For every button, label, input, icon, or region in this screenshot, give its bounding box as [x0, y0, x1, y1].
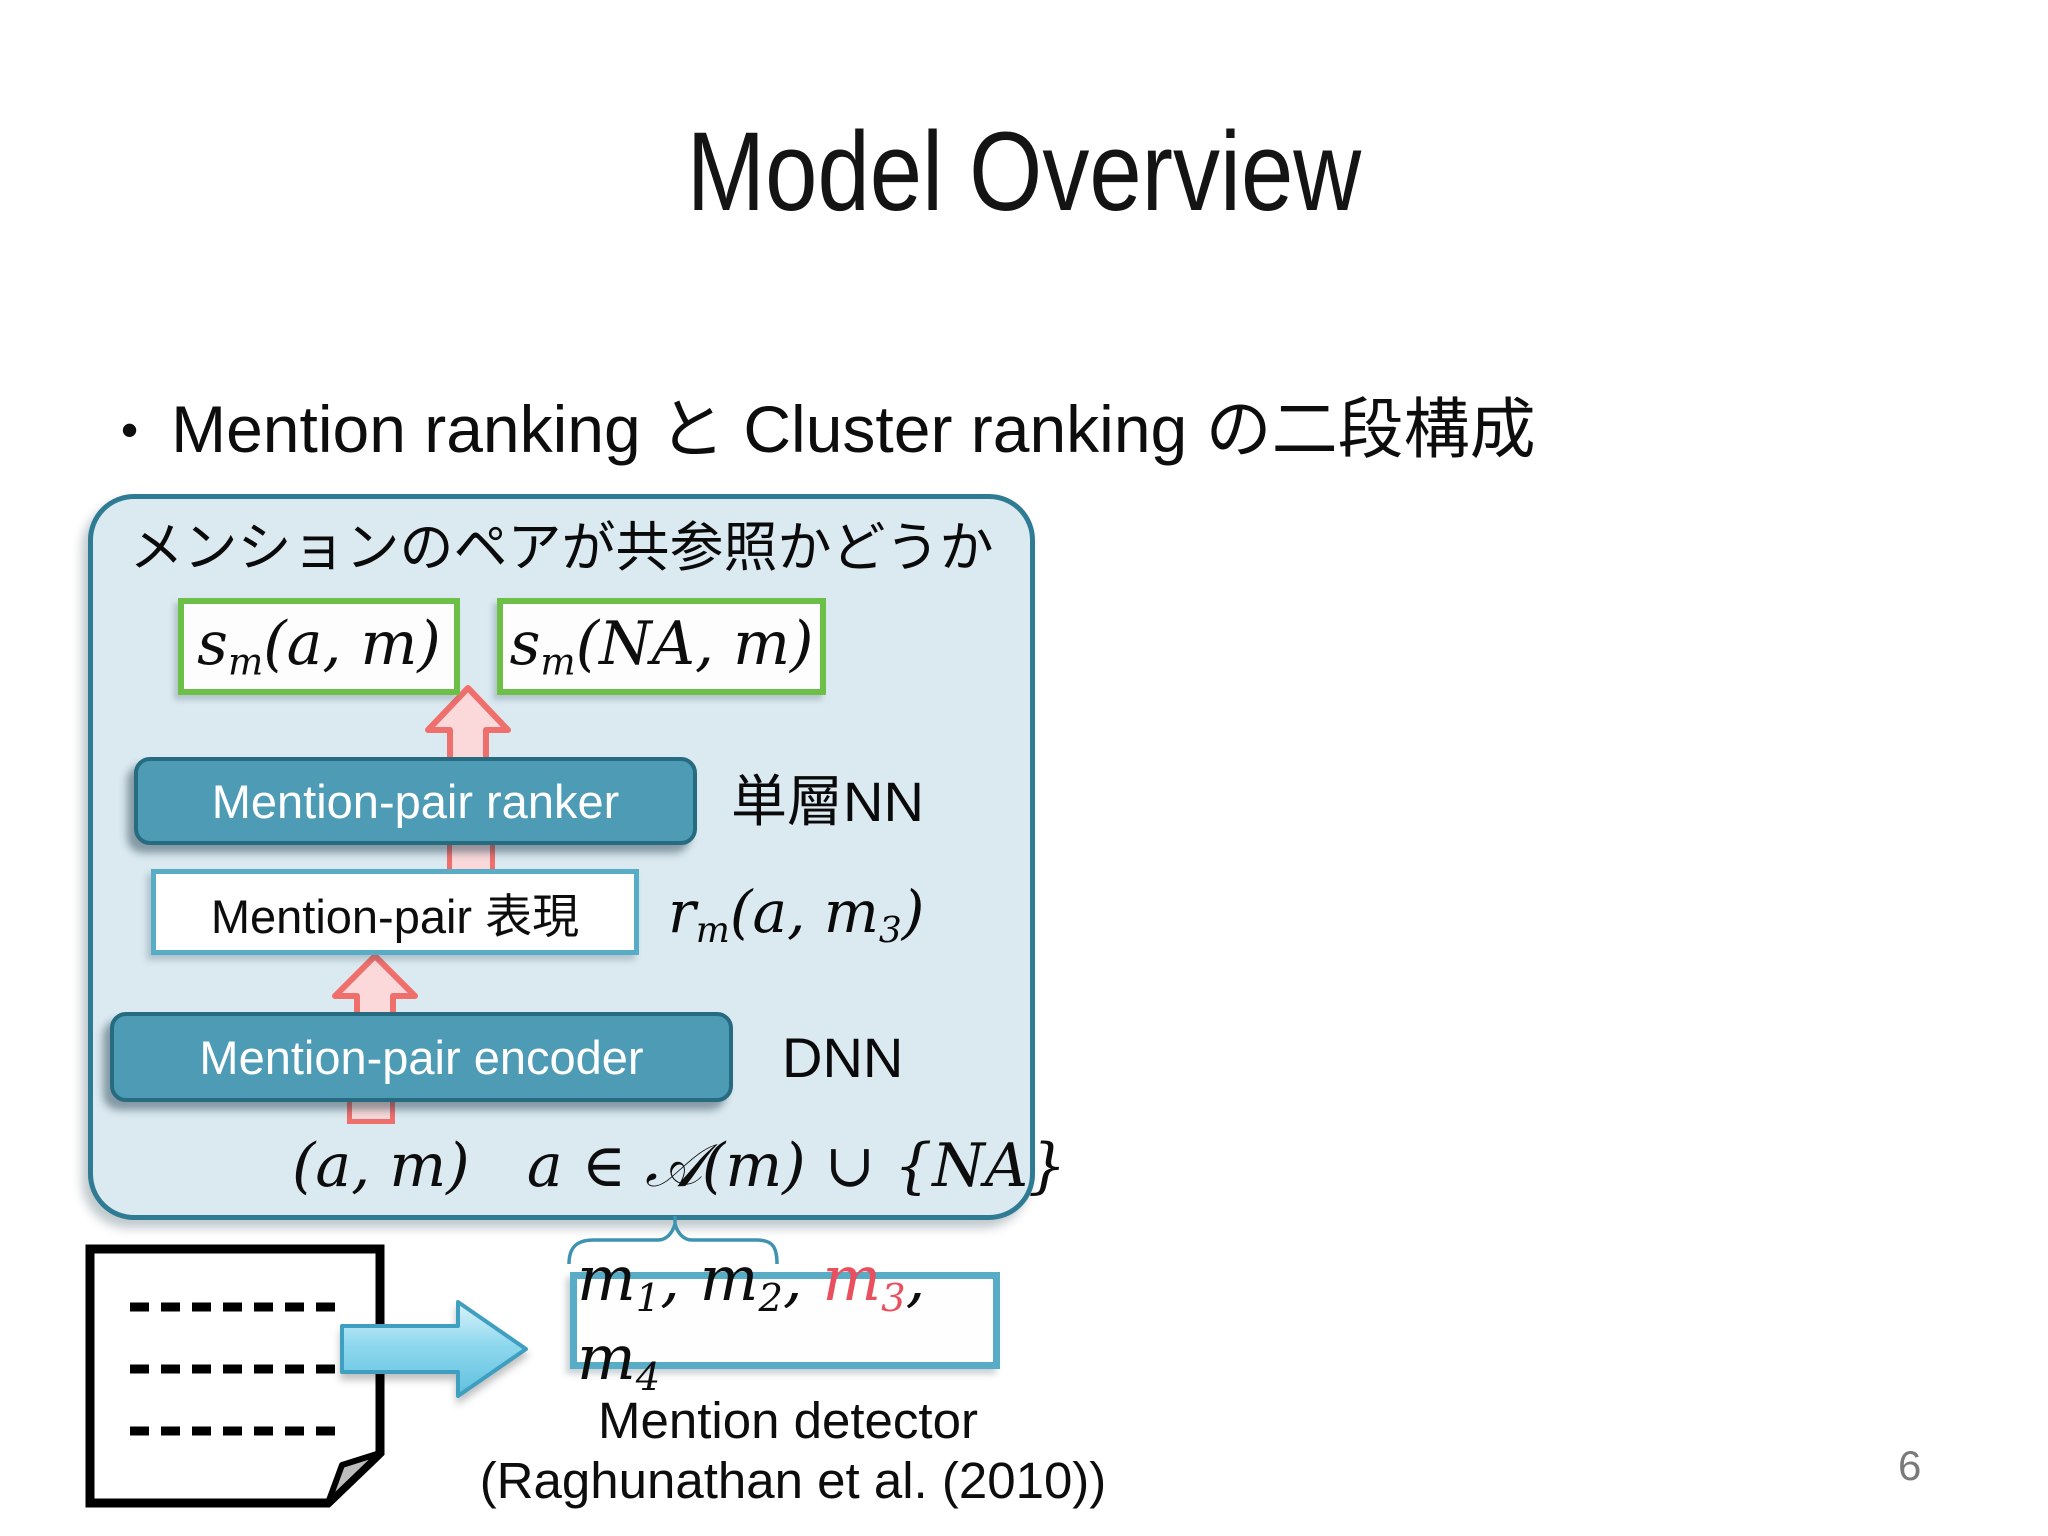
- score-box-sm-a-m: sm(a, m): [178, 598, 460, 695]
- pink-up-arrow-encoder-to-repr: [332, 953, 418, 1016]
- repr-note-math: rm(a, m3): [668, 878, 925, 952]
- pink-shaft-repr-to-ranker: [447, 840, 495, 874]
- pink-up-arrow-ranker-to-scores: [425, 685, 511, 762]
- score-box-sm-na-m: sm(NA, m): [497, 598, 826, 695]
- panel-heading: メンションのペアが共参照かどうか: [129, 518, 994, 578]
- brace-connector-icon: [567, 1216, 779, 1265]
- ranker-label: Mention-pair ranker: [211, 774, 620, 828]
- blue-right-arrow-icon: [340, 1300, 528, 1398]
- mention-pair-representation-box: Mention-pair 表現: [151, 869, 639, 955]
- document-icon: [85, 1244, 385, 1508]
- mentions-math: m1, m2, m3, m4: [577, 1241, 926, 1400]
- detector-caption-line1: Mention detector: [598, 1392, 978, 1449]
- page-number: 6: [1898, 1442, 1922, 1489]
- mention-pair-encoder-box: Mention-pair encoder: [110, 1012, 733, 1102]
- slide-title: Model Overview: [686, 109, 1362, 234]
- score-math-left: sm(a, m): [197, 609, 441, 684]
- encoder-note: DNN: [782, 1026, 904, 1089]
- repr-label: Mention-pair 表現: [210, 889, 580, 943]
- encoder-label: Mention-pair encoder: [199, 1030, 644, 1084]
- mentions-box: m1, m2, m3, m4: [570, 1242, 1000, 1399]
- ranker-note: 単層NN: [731, 770, 924, 833]
- detector-caption-line2: (Raghunathan et al. (2010)): [479, 1452, 1107, 1509]
- bullet-marker: •: [120, 401, 139, 457]
- score-math-right: sm(NA, m): [509, 609, 814, 684]
- bullet-line: • Mention ranking と Cluster ranking の二段構成: [118, 391, 1536, 467]
- mention-pair-ranker-box: Mention-pair ranker: [134, 757, 697, 845]
- bullet-text: Mention ranking と Cluster ranking の二段構成: [171, 392, 1536, 466]
- input-formula: (a, m) a ∈ 𝒜(m) ∪ {NA}: [292, 1131, 1067, 1201]
